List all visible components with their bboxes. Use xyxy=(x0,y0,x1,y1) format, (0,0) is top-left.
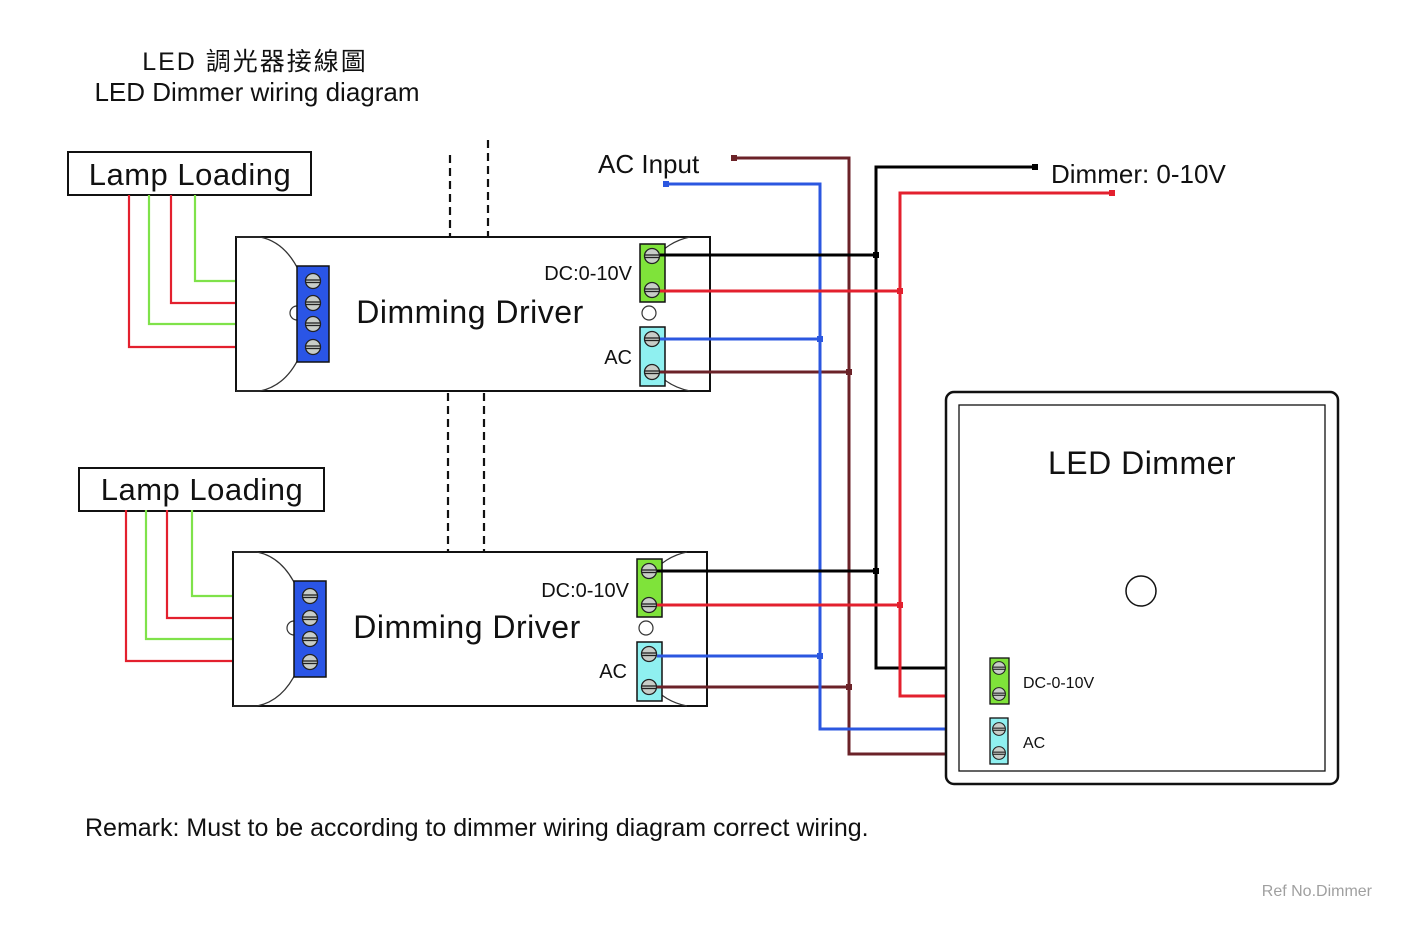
driver-dc-label-1: DC:0-10V xyxy=(544,263,632,285)
led-dimmer-title: LED Dimmer xyxy=(1048,445,1236,481)
dimmer-knob xyxy=(1125,575,1157,607)
main-wires xyxy=(657,156,1112,756)
title-chinese: LED 調光器接線圖 xyxy=(142,48,368,76)
ac-input-label: AC Input xyxy=(598,149,700,179)
dimmer-ac-label: AC xyxy=(1023,735,1045,752)
ac-brown-bus xyxy=(734,156,992,756)
driver-label-1: Dimming Driver xyxy=(356,294,583,330)
dimming-driver-1: Dimming Driver DC:0-10V AC xyxy=(235,236,711,392)
continuation-dashes xyxy=(446,140,490,552)
lamp-loading-box-1: Lamp Loading xyxy=(67,151,312,196)
driver-ac-label-2: AC xyxy=(599,661,627,683)
remark-text: Remark: Must to be according to dimmer w… xyxy=(85,814,869,842)
driver-ac-label-1: AC xyxy=(604,347,632,369)
driver-label-2: Dimming Driver xyxy=(353,609,580,645)
dimming-driver-2: Dimming Driver DC:0-10V AC xyxy=(232,551,708,707)
driver-dc-label-2: DC:0-10V xyxy=(541,580,629,602)
junction-dots xyxy=(663,155,1115,690)
lamp-loading-box-2: Lamp Loading xyxy=(78,467,325,512)
lamp-loading-label-2: Lamp Loading xyxy=(101,472,304,507)
dimmer-input-label: Dimmer: 0-10V xyxy=(1051,159,1226,189)
title-english: LED Dimmer wiring diagram xyxy=(94,77,419,107)
ref-number: Ref No.Dimmer xyxy=(1262,883,1373,900)
dim-black-bus xyxy=(874,165,1035,670)
led-dimmer-unit: LED Dimmer DC-0-10V AC xyxy=(944,390,1340,786)
dimmer-dc-label: DC-0-10V xyxy=(1023,675,1094,692)
ac-blue-bus xyxy=(666,182,992,731)
lamp-loading-label-1: Lamp Loading xyxy=(89,157,292,192)
